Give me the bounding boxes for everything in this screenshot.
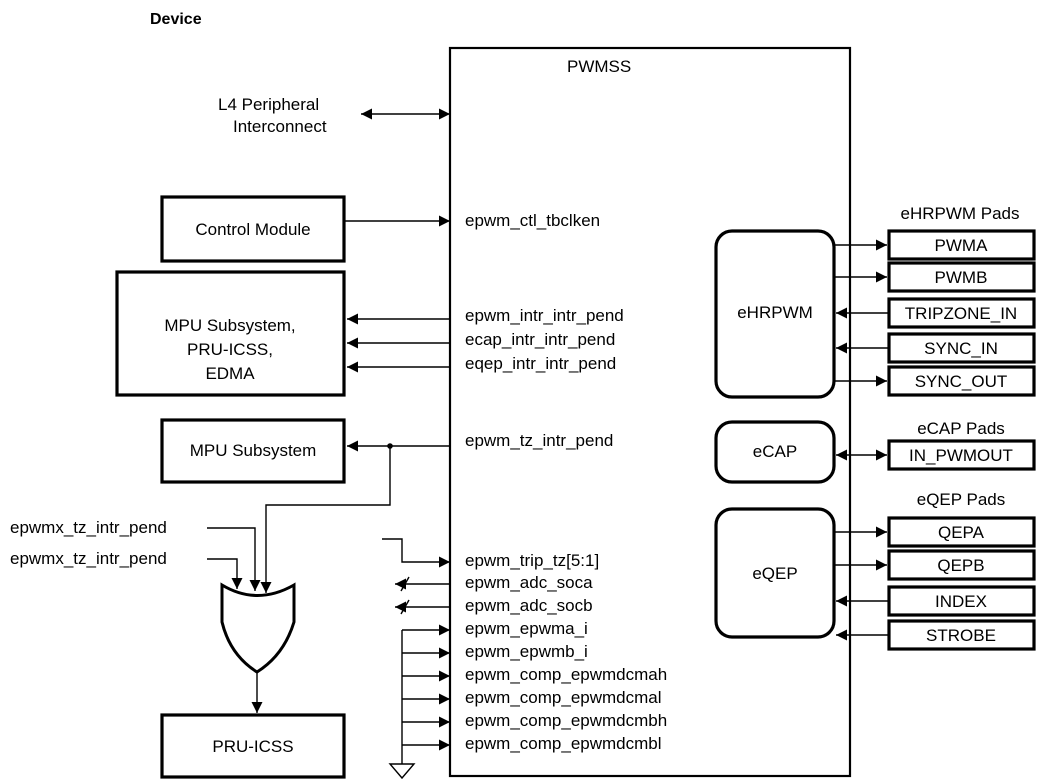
- comp-mah-label: epwm_comp_epwmdcmah: [465, 665, 667, 684]
- or-input-2-line: [207, 558, 243, 589]
- pwmb-pad-label: PWMB: [935, 268, 988, 287]
- qepa-pad-label: QEPA: [938, 523, 985, 542]
- in-pwmout-pad: [887, 439, 1036, 471]
- tz-intr-label: epwm_tz_intr_pend: [465, 431, 613, 450]
- epwma-i-label: epwm_epwma_i: [465, 619, 588, 638]
- trip-tz-line: [382, 538, 450, 568]
- pru-icss-label: PRU-ICSS: [212, 737, 293, 756]
- device-heading: Device: [150, 11, 202, 28]
- qepb-pad: [887, 549, 1036, 581]
- adc-soca-slash: [400, 576, 410, 592]
- qepa-pad: [887, 516, 1036, 548]
- eqep-intr-label: eqep_intr_intr_pend: [465, 354, 616, 373]
- index-pad-label: INDEX: [935, 592, 987, 611]
- tz-intr-to-or-line: [260, 446, 391, 593]
- ctl-tbclken-label: epwm_ctl_tbclken: [465, 211, 600, 230]
- control-module-label: Control Module: [195, 220, 310, 239]
- mpu-pru-edma-label-line3: EDMA: [205, 364, 255, 383]
- eqep-module: [714, 507, 836, 639]
- comp-mbh-label: epwm_comp_epwmdcmbh: [465, 711, 667, 730]
- sync-in-pad-label: SYNC_IN: [924, 339, 998, 358]
- mpu-pru-edma-label-line2: PRU-ICSS,: [187, 340, 273, 359]
- l4-interconnect-label-line2: Interconnect: [233, 117, 327, 136]
- ecap-label: eCAP: [753, 442, 797, 461]
- pwmb-pad: [887, 261, 1036, 293]
- mpu-pru-edma-label-line1: MPU Subsystem,: [164, 316, 295, 335]
- pwma-pad: [887, 229, 1036, 261]
- adc-soca-label: epwm_adc_soca: [465, 573, 593, 592]
- pru-icss-box: [160, 713, 346, 779]
- control-module-box: [160, 195, 346, 263]
- l4-interconnect-label-line1: L4 Peripheral: [218, 95, 319, 114]
- or-input-1-label: epwmx_tz_intr_pend: [10, 518, 167, 537]
- pwmss-label: PWMSS: [567, 57, 631, 76]
- pwma-pad-label: PWMA: [935, 236, 989, 255]
- ecap-pads-title: eCAP Pads: [917, 419, 1005, 438]
- mpu-subsystem-box: [160, 418, 346, 484]
- ehrpwm-label: eHRPWM: [737, 303, 813, 322]
- adc-socb-label: epwm_adc_socb: [465, 596, 593, 615]
- ecap-intr-label: ecap_intr_intr_pend: [465, 330, 615, 349]
- adc-socb-slash: [400, 599, 410, 615]
- mpu-pru-edma-box: [115, 270, 346, 397]
- comp-mal-label: epwm_comp_epwmdcmal: [465, 688, 662, 707]
- or-gate: [220, 582, 296, 674]
- sync-out-pad: [887, 365, 1036, 397]
- eqep-label: eQEP: [752, 564, 797, 583]
- ecap-module: [714, 420, 836, 484]
- qepb-pad-label: QEPB: [937, 556, 984, 575]
- trip-tz-label: epwm_trip_tz[5:1]: [465, 551, 599, 570]
- mpu-subsystem-label: MPU Subsystem: [190, 441, 317, 460]
- ehrpwm-module: [714, 229, 836, 399]
- or-input-1-line: [207, 527, 261, 591]
- epwmb-i-label: epwm_epwmb_i: [465, 642, 588, 661]
- ground-symbol: [388, 763, 416, 780]
- sync-out-pad-label: SYNC_OUT: [915, 372, 1008, 391]
- strobe-pad-label: STROBE: [926, 626, 996, 645]
- comp-mbl-label: epwm_comp_epwmdcmbl: [465, 734, 662, 753]
- epwm-intr-label: epwm_intr_intr_pend: [465, 306, 624, 325]
- pwmss-block: [448, 46, 852, 778]
- tripzone-in-pad-label: TRIPZONE_IN: [905, 304, 1017, 323]
- in-pwmout-pad-label: IN_PWMOUT: [909, 446, 1013, 465]
- ehrpwm-pads-title: eHRPWM Pads: [900, 204, 1019, 223]
- eqep-pads-title: eQEP Pads: [917, 490, 1006, 509]
- or-input-2-label: epwmx_tz_intr_pend: [10, 549, 167, 568]
